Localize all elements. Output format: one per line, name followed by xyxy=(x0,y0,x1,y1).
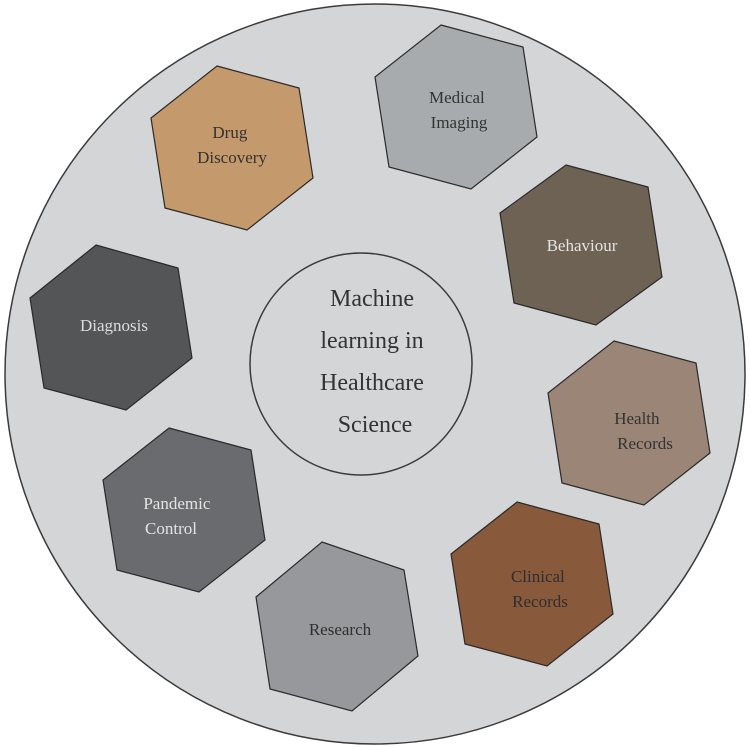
hexagon-drug-discovery: Drug Discovery xyxy=(150,65,314,231)
hexagon-label: Pandemic Control xyxy=(143,494,214,538)
hexagon-label: Research xyxy=(309,620,372,639)
hexagon-medical-imaging: Medical Imaging xyxy=(374,24,538,190)
hexagon-research: Research xyxy=(255,541,419,712)
hexagon-label: Health Records xyxy=(614,409,673,453)
hexagon-label: Behaviour xyxy=(547,236,618,255)
hexagon-shape xyxy=(150,65,314,231)
hexagon-shape xyxy=(450,501,614,667)
hexagon-shape xyxy=(29,244,193,411)
hexagon-label: Diagnosis xyxy=(80,316,148,335)
hexagon-label: Medical Imaging xyxy=(429,88,489,132)
hexagon-label: Drug Discovery xyxy=(197,123,267,167)
hexagon-behaviour: Behaviour xyxy=(499,164,663,326)
hexagon-shape xyxy=(102,427,266,593)
hexagon-clinical-records: Clinical Records xyxy=(450,501,614,667)
hexagon-pandemic-control: Pandemic Control xyxy=(102,427,266,593)
center-title: Machine learning in Healthcare Science xyxy=(320,286,430,438)
hexagon-label: Clinical Records xyxy=(511,567,569,611)
hexagon-health-records: Health Records xyxy=(547,340,711,506)
hexagon-diagnosis: Diagnosis xyxy=(29,244,193,411)
hexagon-shape xyxy=(374,24,538,190)
hexagon-shape xyxy=(499,164,663,326)
center-circle xyxy=(249,252,473,476)
hexagon-shape xyxy=(547,340,711,506)
hexagon-shape xyxy=(255,541,419,712)
